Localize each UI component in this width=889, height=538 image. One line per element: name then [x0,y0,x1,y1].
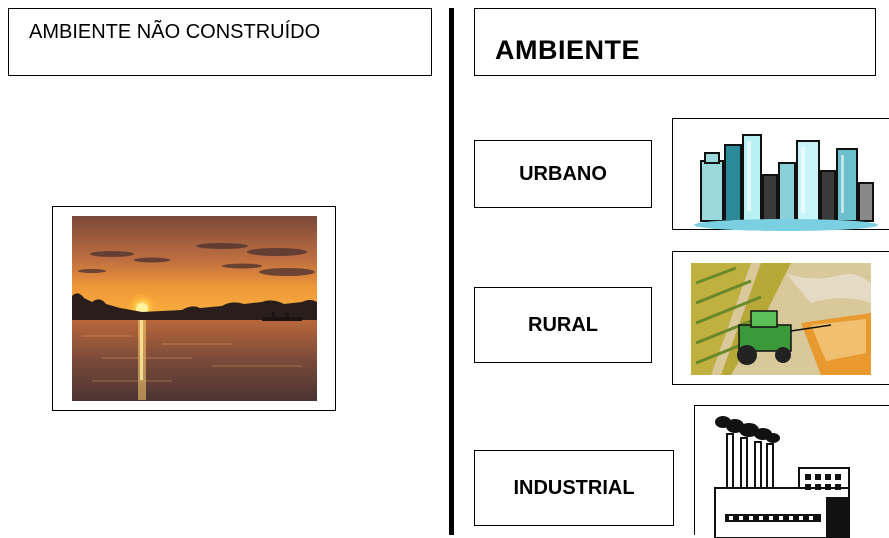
industrial-label: INDUSTRIAL [513,476,635,499]
sunset-over-river-photo [72,216,317,401]
farm-tractor-icon [691,263,871,375]
left-panel-title-text: AMBIENTE NÃO CONSTRUÍDO [29,21,321,43]
urbano-label-box: URBANO [474,140,652,208]
urbano-label: URBANO [519,162,607,185]
rural-image-frame [672,251,889,385]
factory-icon [714,416,850,538]
rural-label-box: RURAL [474,287,652,363]
vertical-divider [449,8,454,535]
left-panel-title: AMBIENTE NÃO CONSTRUÍDO [8,8,432,76]
industrial-label-box: INDUSTRIAL [474,450,674,526]
right-panel-title: AMBIENTE [474,8,876,76]
right-panel-title-text: AMBIENTE [495,35,640,65]
city-skyline-icon [694,134,878,231]
rural-label: RURAL [528,313,598,336]
sunset-photo-frame [52,206,336,411]
industrial-image-frame [694,405,889,538]
urban-image-frame [672,118,889,231]
